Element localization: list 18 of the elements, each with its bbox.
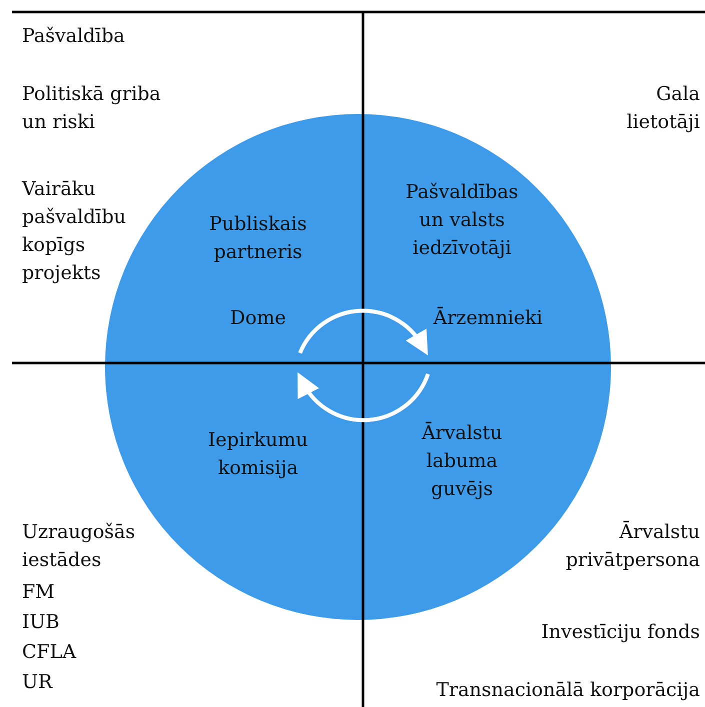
quadrant-label: IUB: [22, 610, 60, 635]
node-text: Dome: [229, 306, 287, 331]
quadrant-label: Pašvaldība: [22, 24, 126, 49]
node-text: Ārvalstu labuma guvējs: [420, 420, 504, 502]
quadrant-label: Ārvalstu privātpersona: [564, 520, 700, 573]
quadrant-label: Uzraugošās iestādes: [22, 520, 136, 573]
quadrant-label: Vairāku pašvaldību kopīgs projekts: [22, 177, 128, 286]
node-text: Iepirkumu komisija: [206, 428, 310, 481]
node-text: Ārzemnieki: [432, 306, 544, 331]
node-text: Pašvaldības un valsts iedzīvotāji: [404, 180, 520, 261]
quadrant-label: Transnacionālā korporācija: [435, 678, 700, 703]
quadrant-label: Politiskā griba un riski: [22, 82, 162, 135]
quadrant-label: Investīciju fonds: [540, 620, 700, 645]
quadrant-label: Gala lietotāji: [626, 82, 700, 135]
quadrant-label: FM: [22, 580, 56, 605]
node-text: Publiskais partneris: [208, 212, 308, 265]
quadrant-label: CFLA: [22, 640, 78, 665]
quadrant-label: UR: [22, 670, 54, 695]
